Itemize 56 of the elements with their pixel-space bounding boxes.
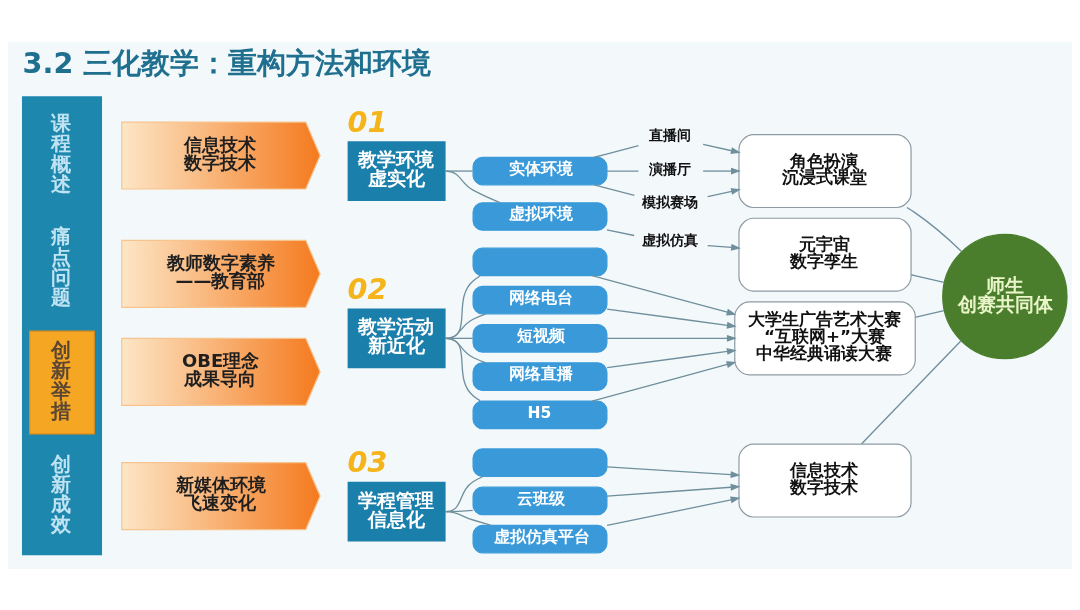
arrow <box>606 334 737 342</box>
connector <box>861 339 962 444</box>
node-box: 元宇宙 数字孪生 <box>738 217 912 292</box>
connector <box>593 183 636 196</box>
connector <box>444 169 474 172</box>
connector <box>606 169 640 172</box>
node-text: 模拟赛场 <box>641 193 698 210</box>
connector <box>444 169 501 203</box>
node-box: 云班级 <box>472 486 608 515</box>
connector <box>444 510 492 526</box>
node-box: 角色扮演 沉浸式课堂 <box>738 133 912 208</box>
arrow <box>606 307 737 329</box>
node-label: 02 <box>347 271 388 306</box>
node-text: 创新成效 <box>51 451 72 536</box>
diagram-title: 3.2 三化教学：重构方法和环境 <box>22 45 432 80</box>
node-box <box>472 247 608 276</box>
node-box: 学程管理 信息化 <box>347 481 446 541</box>
node-box: 实体环境 <box>472 156 608 185</box>
node-circle: 师生 创赛共同体 <box>942 233 1068 359</box>
arrow <box>606 465 741 478</box>
arrow <box>702 143 741 154</box>
connector <box>906 206 963 252</box>
node-box: 教学环境 虚实化 <box>347 140 446 201</box>
node-text: 痛点问题 <box>51 223 72 309</box>
node-box: 信息技术 数字技术 <box>738 443 912 518</box>
node-text: 虚拟仿真 <box>641 231 698 248</box>
arrow <box>591 274 737 315</box>
node-box: 虚拟仿真平台 <box>472 524 608 553</box>
node-text: 课程概述 <box>51 110 72 196</box>
node-box: 创新举措 <box>29 330 95 435</box>
arrow <box>707 187 741 197</box>
arrow <box>606 347 737 368</box>
node-box: 短视频 <box>472 323 608 353</box>
connector <box>914 309 945 318</box>
connector <box>444 337 482 402</box>
node-box: 教学活动 新近化 <box>347 308 446 368</box>
connector <box>910 273 945 283</box>
arrow <box>707 243 741 251</box>
cluster <box>21 95 103 555</box>
arrow <box>702 167 741 174</box>
node-label: 03 <box>347 444 388 479</box>
connector <box>593 144 640 158</box>
node-box: 大学生广告艺术大赛 “互联网+”大赛 中华经典诵读大赛 <box>734 300 916 375</box>
node-label: 01 <box>347 104 388 139</box>
node-box: H5 <box>472 400 608 429</box>
node-text: 直播间 <box>648 126 691 143</box>
connector <box>444 312 487 339</box>
node-box: 网络直播 <box>472 361 608 391</box>
node-box <box>472 447 608 477</box>
arrow <box>606 483 741 497</box>
node-box: 网络电台 <box>472 285 608 314</box>
connector <box>606 228 635 236</box>
arrow <box>606 495 741 526</box>
arrow <box>591 360 737 402</box>
node-box: 虚拟环境 <box>472 201 608 231</box>
node-text: 演播厅 <box>648 160 691 177</box>
